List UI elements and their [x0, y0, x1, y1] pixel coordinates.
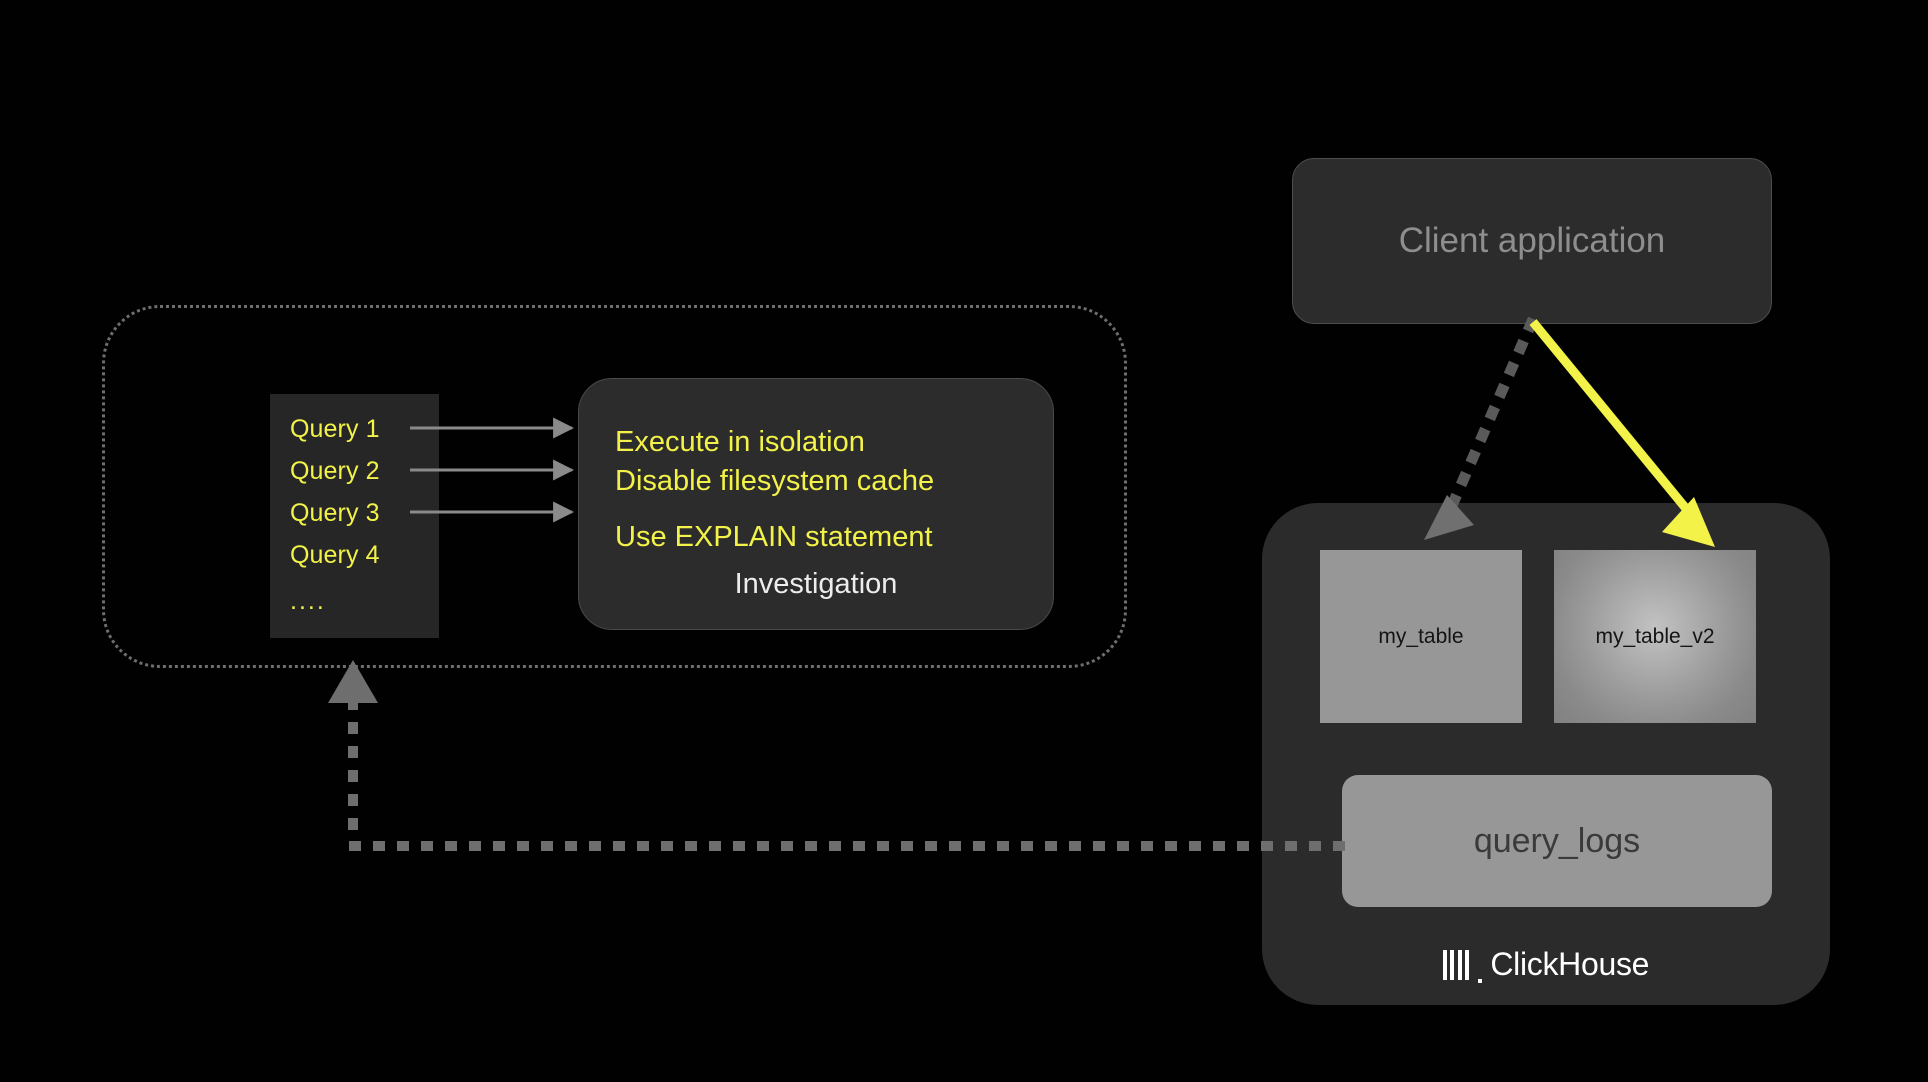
- connector-client-to-my-table-v2: [1529, 319, 1692, 514]
- investigation-card: Execute in isolation Disable filesystem …: [578, 378, 1054, 630]
- investigation-region: [102, 305, 1127, 668]
- query-list-item: Query 4: [290, 541, 380, 569]
- table-my-table-label: my_table: [1378, 624, 1464, 648]
- query-list-item: Query 1: [290, 415, 380, 443]
- query-list-item: Query 3: [290, 499, 380, 527]
- table-my-table-v2: my_table_v2: [1554, 550, 1756, 723]
- table-query-logs-label: query_logs: [1473, 821, 1641, 860]
- investigation-step: Execute in isolation: [615, 426, 865, 458]
- investigation-steps: Execute in isolation Disable filesystem …: [615, 423, 1035, 557]
- table-my-table-v2-label: my_table_v2: [1595, 624, 1715, 648]
- clickhouse-logo-icon: [1442, 949, 1470, 980]
- connector-client-to-my-table: [1443, 316, 1539, 516]
- clickhouse-container: my_table my_table_v2 query_logs ClickHou…: [1262, 503, 1830, 1005]
- investigation-step: Use EXPLAIN statement: [615, 521, 933, 553]
- clickhouse-wordmark: ClickHouse: [1490, 946, 1650, 982]
- clickhouse-brand: ClickHouse: [1262, 946, 1830, 983]
- investigation-card-caption: Investigation: [734, 568, 898, 600]
- clickhouse-logo-dot-icon: [1478, 979, 1483, 983]
- query-list-ellipsis: ....: [290, 587, 326, 615]
- client-application-label: Client application: [1398, 221, 1666, 260]
- investigation-step: Disable filesystem cache: [615, 465, 935, 497]
- client-application-box: Client application: [1292, 158, 1772, 324]
- query-list-box: Query 1 Query 2 Query 3 Query 4 ....: [270, 394, 439, 638]
- query-list-item: Query 2: [290, 457, 380, 485]
- table-query-logs: query_logs: [1342, 775, 1772, 907]
- table-my-table: my_table: [1320, 550, 1522, 723]
- connector-query-logs-return: [348, 685, 1345, 851]
